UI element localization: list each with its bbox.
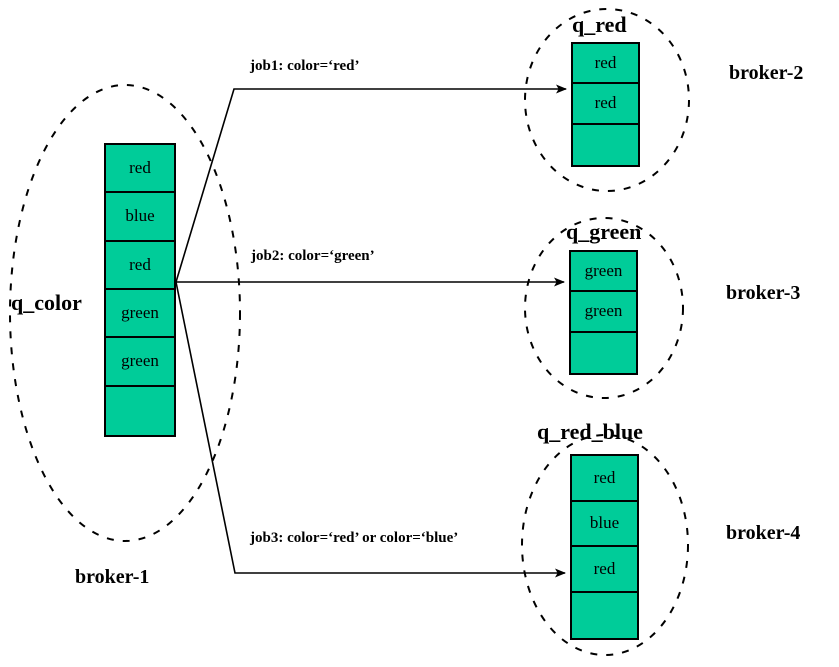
broker-label-broker-2: broker-2 <box>729 62 804 84</box>
q-color-cell-4: green <box>106 338 174 387</box>
job3-connector <box>175 281 566 578</box>
q-color-cell-1: blue <box>106 193 174 242</box>
job1-label: job1: color=‘red’ <box>250 58 360 74</box>
q-red-blue-cell-1: blue <box>572 501 637 547</box>
broker-4-boundary <box>521 434 689 656</box>
job1-connector <box>175 84 567 283</box>
queue-title-q-color: q_color <box>11 290 82 315</box>
q-color-cell-0: red <box>106 145 174 194</box>
broker-2-boundary <box>524 8 690 192</box>
queue-title-q-red-blue: q_red_blue <box>537 419 643 444</box>
q-red-cell-2 <box>573 124 638 165</box>
q-red-blue-cell-2: red <box>572 547 637 593</box>
q-red-blue-cell-0: red <box>572 456 637 502</box>
broker-label-broker-1: broker-1 <box>75 566 150 588</box>
q-red-cell-1: red <box>573 84 638 125</box>
q-green-cell-0: green <box>571 252 636 293</box>
q-green-cell-2 <box>571 332 636 373</box>
q-color-cell-2: red <box>106 241 174 290</box>
broker-1-boundary <box>9 84 241 542</box>
broker-3-boundary <box>524 217 684 399</box>
q-red-cell-0: red <box>573 44 638 85</box>
q-red-blue-cell-3 <box>572 592 637 638</box>
queue-title-q-red: q_red <box>572 12 627 37</box>
job3-label: job3: color=‘red’ or color=‘blue’ <box>250 530 459 546</box>
broker-label-broker-4: broker-4 <box>726 522 801 544</box>
broker-label-broker-3: broker-3 <box>726 282 801 304</box>
job2-label: job2: color=‘green’ <box>251 248 375 264</box>
q-color-cell-3: green <box>106 289 174 339</box>
q-green-cell-1: green <box>571 292 636 333</box>
queue-title-q-green: q_green <box>566 219 642 244</box>
q-color-cell-5 <box>106 386 174 435</box>
